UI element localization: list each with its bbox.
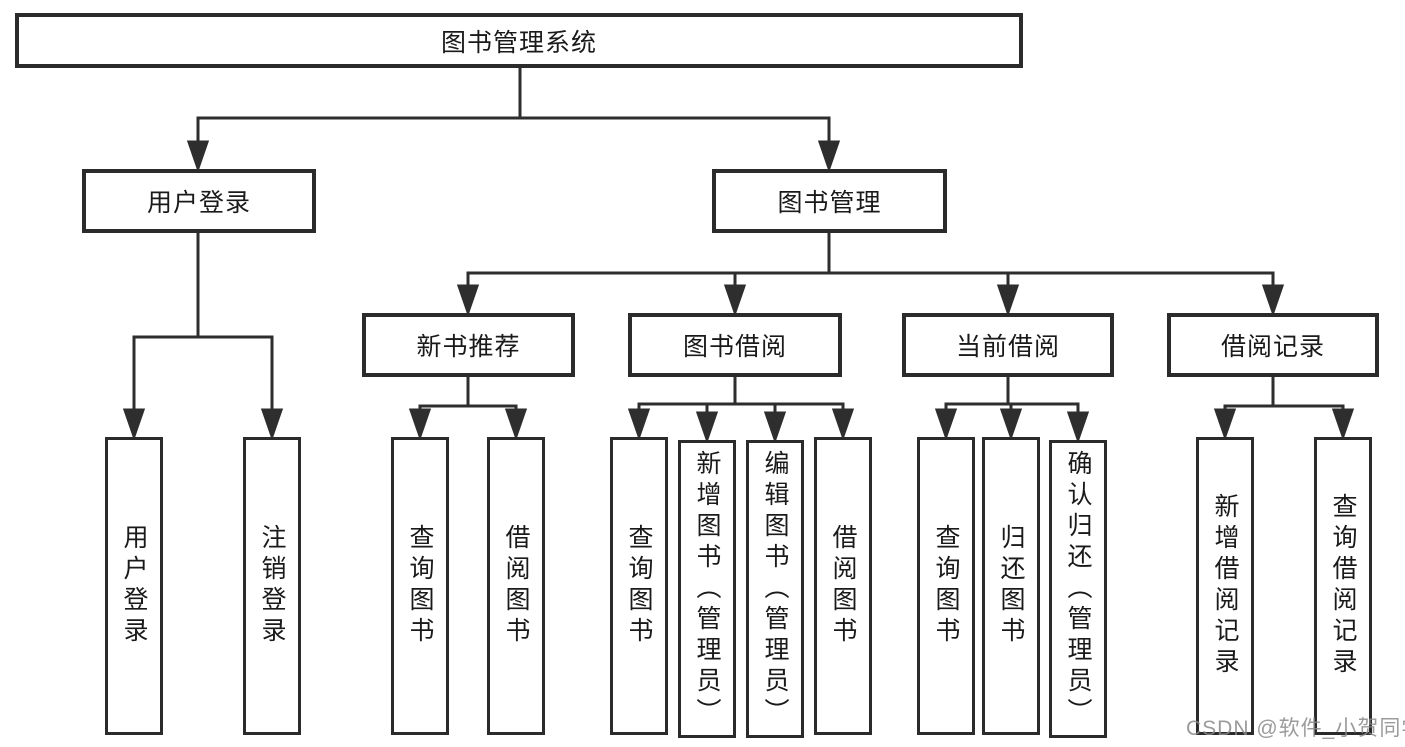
leaf-logout: 注销登录: [243, 437, 301, 735]
leaf-user-login: 用户登录: [105, 437, 163, 735]
node-book-borrowing: 图书借阅: [628, 313, 842, 377]
leaf-borrow-books-borrow: 借阅图书: [814, 437, 872, 735]
leaf-confirm-return-admin: 确认归还（管理员）: [1049, 440, 1107, 738]
leaf-add-borrow-record: 新增借阅记录: [1196, 437, 1254, 735]
leaf-edit-book-admin: 编辑图书（管理员）: [746, 440, 804, 738]
node-book-management: 图书管理: [712, 169, 947, 233]
node-current-borrowing: 当前借阅: [902, 313, 1114, 377]
node-new-book-recommendation: 新书推荐: [362, 313, 575, 377]
node-borrowing-records: 借阅记录: [1167, 313, 1379, 377]
leaf-query-books-current: 查询图书: [917, 437, 975, 735]
root-node-system: 图书管理系统: [15, 13, 1023, 68]
watermark: CSDN @软件_小贺同学: [1186, 717, 1405, 740]
leaf-borrow-books-recommend: 借阅图书: [487, 437, 545, 735]
leaf-query-books-borrow: 查询图书: [610, 437, 668, 735]
leaf-query-books-recommend: 查询图书: [391, 437, 449, 735]
node-user-login: 用户登录: [82, 169, 316, 233]
leaf-add-book-admin: 新增图书（管理员）: [678, 440, 736, 738]
leaf-return-book: 归还图书: [982, 437, 1040, 735]
leaf-query-borrow-record: 查询借阅记录: [1314, 437, 1372, 735]
